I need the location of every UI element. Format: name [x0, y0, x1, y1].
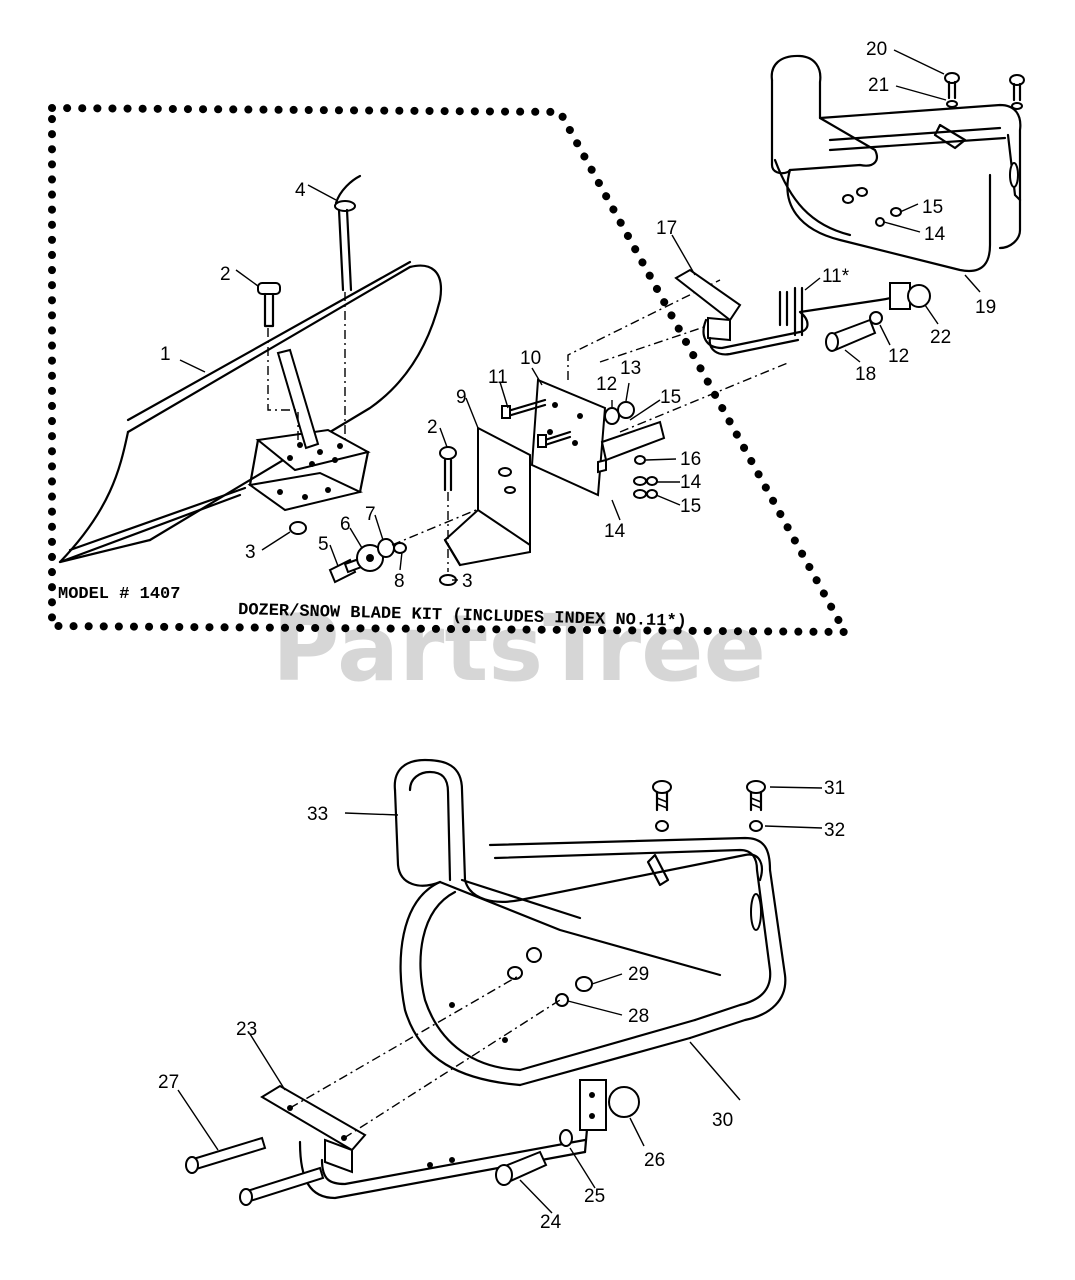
callout-9: 9	[456, 387, 467, 408]
lower-callouts: 33 31 32 29 28 30 23 27 26 25 24	[158, 778, 845, 1233]
callout-22: 22	[930, 327, 951, 348]
callout-3: 3	[245, 542, 256, 563]
part-2-bolt	[257, 282, 299, 440]
callout-26: 26	[644, 1150, 665, 1171]
callout-15-frame: 15	[922, 197, 943, 218]
kit-boundary	[48, 103, 852, 637]
part-20-21-bolts	[944, 72, 1025, 110]
part-24-26-hardware	[495, 1129, 573, 1186]
callout-5: 5	[318, 534, 329, 555]
part-27-bolts	[185, 1136, 325, 1206]
callout-28: 28	[628, 1006, 649, 1027]
part-30-33-frame	[393, 758, 787, 1087]
callout-25: 25	[584, 1186, 605, 1207]
lower-frame-assembly: 33 31 32 29 28 30 23 27 26 25 24	[158, 758, 845, 1233]
callout-30: 30	[712, 1110, 733, 1131]
callout-33: 33	[307, 804, 328, 825]
callout-14-lower: 14	[604, 521, 626, 542]
hardware-5-8	[328, 499, 501, 584]
callout-16: 16	[680, 449, 701, 470]
callout-23: 23	[236, 1019, 257, 1040]
part-9-bracket	[443, 426, 531, 567]
callout-2: 2	[220, 264, 231, 285]
callout-15-right: 15	[680, 496, 701, 517]
blade-mount-plates	[247, 348, 371, 512]
part-19-frame	[770, 54, 1022, 273]
callout-14-right: 14	[680, 472, 702, 493]
part-17-hitch	[674, 268, 931, 356]
callout-27: 27	[158, 1072, 179, 1093]
callout-24: 24	[540, 1212, 562, 1233]
callout-12: 12	[596, 374, 617, 395]
callout-8: 8	[394, 571, 405, 592]
callout-18: 18	[855, 364, 876, 385]
callout-11-star: 11*	[822, 266, 850, 287]
callout-10: 10	[520, 348, 541, 369]
callout-29: 29	[628, 964, 649, 985]
callout-32: 32	[824, 820, 845, 841]
callout-3-secondary: 3	[462, 571, 473, 592]
angle-bracket	[597, 361, 791, 499]
upper-callouts: 1 2 4 3 5 6 7 8 9 2 3 10 11 12 13 15 14 …	[160, 39, 996, 592]
callout-31: 31	[824, 778, 845, 799]
callout-12-right: 12	[888, 346, 909, 367]
callout-1: 1	[160, 344, 171, 365]
watermark: PartsTree	[272, 595, 766, 702]
part-4-pin	[334, 174, 362, 440]
part-10-plate	[501, 279, 721, 497]
model-label: MODEL # 1407	[58, 585, 180, 604]
part-31-32-bolts	[652, 780, 766, 832]
callout-4: 4	[295, 180, 306, 201]
part-3-nut	[289, 521, 307, 535]
callout-14-frame: 14	[924, 224, 946, 245]
callout-15-mid: 15	[660, 387, 681, 408]
part-18-bolt	[825, 311, 883, 352]
callout-2-secondary: 2	[427, 417, 438, 438]
callout-7: 7	[365, 504, 376, 525]
callout-20: 20	[866, 39, 887, 60]
lower-leaders	[177, 786, 823, 1214]
dozer-blade-assembly: 1 2 4 3 5 6 7 8 9 2 3 10 11 12 13 15 14 …	[58, 39, 1025, 632]
callout-6: 6	[340, 514, 351, 535]
part-23-hitch	[260, 974, 640, 1200]
upper-leaders	[179, 49, 981, 581]
callout-21: 21	[868, 75, 889, 96]
callout-13: 13	[620, 358, 641, 379]
part-1-blade	[58, 260, 443, 564]
callout-17: 17	[656, 218, 677, 239]
part-2-3-secondary	[439, 446, 457, 586]
callout-19: 19	[975, 297, 996, 318]
callout-11: 11	[488, 367, 508, 388]
